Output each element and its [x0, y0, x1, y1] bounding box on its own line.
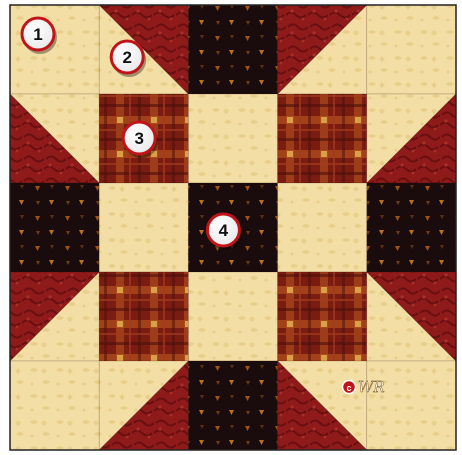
black-square	[188, 5, 277, 94]
black-square	[367, 183, 456, 272]
signature-mark: c WR	[343, 378, 385, 396]
plaid-square	[99, 272, 188, 361]
cream-square	[367, 361, 456, 450]
cream-square	[10, 5, 99, 94]
badge-label: 2	[122, 48, 131, 67]
cream-square	[278, 183, 367, 272]
cream-square	[10, 361, 99, 450]
cream-square	[188, 272, 277, 361]
black-square	[10, 183, 99, 272]
cream-square	[99, 183, 188, 272]
svg-text:c: c	[346, 383, 351, 393]
cream-square	[188, 94, 277, 183]
badge-label: 1	[33, 25, 42, 44]
signature-text: WR	[358, 378, 385, 396]
cream-square	[367, 5, 456, 94]
black-square	[188, 361, 277, 450]
plaid-square	[278, 94, 367, 183]
badge-label: 3	[134, 129, 143, 148]
badge-label: 4	[219, 221, 229, 240]
plaid-square	[278, 272, 367, 361]
